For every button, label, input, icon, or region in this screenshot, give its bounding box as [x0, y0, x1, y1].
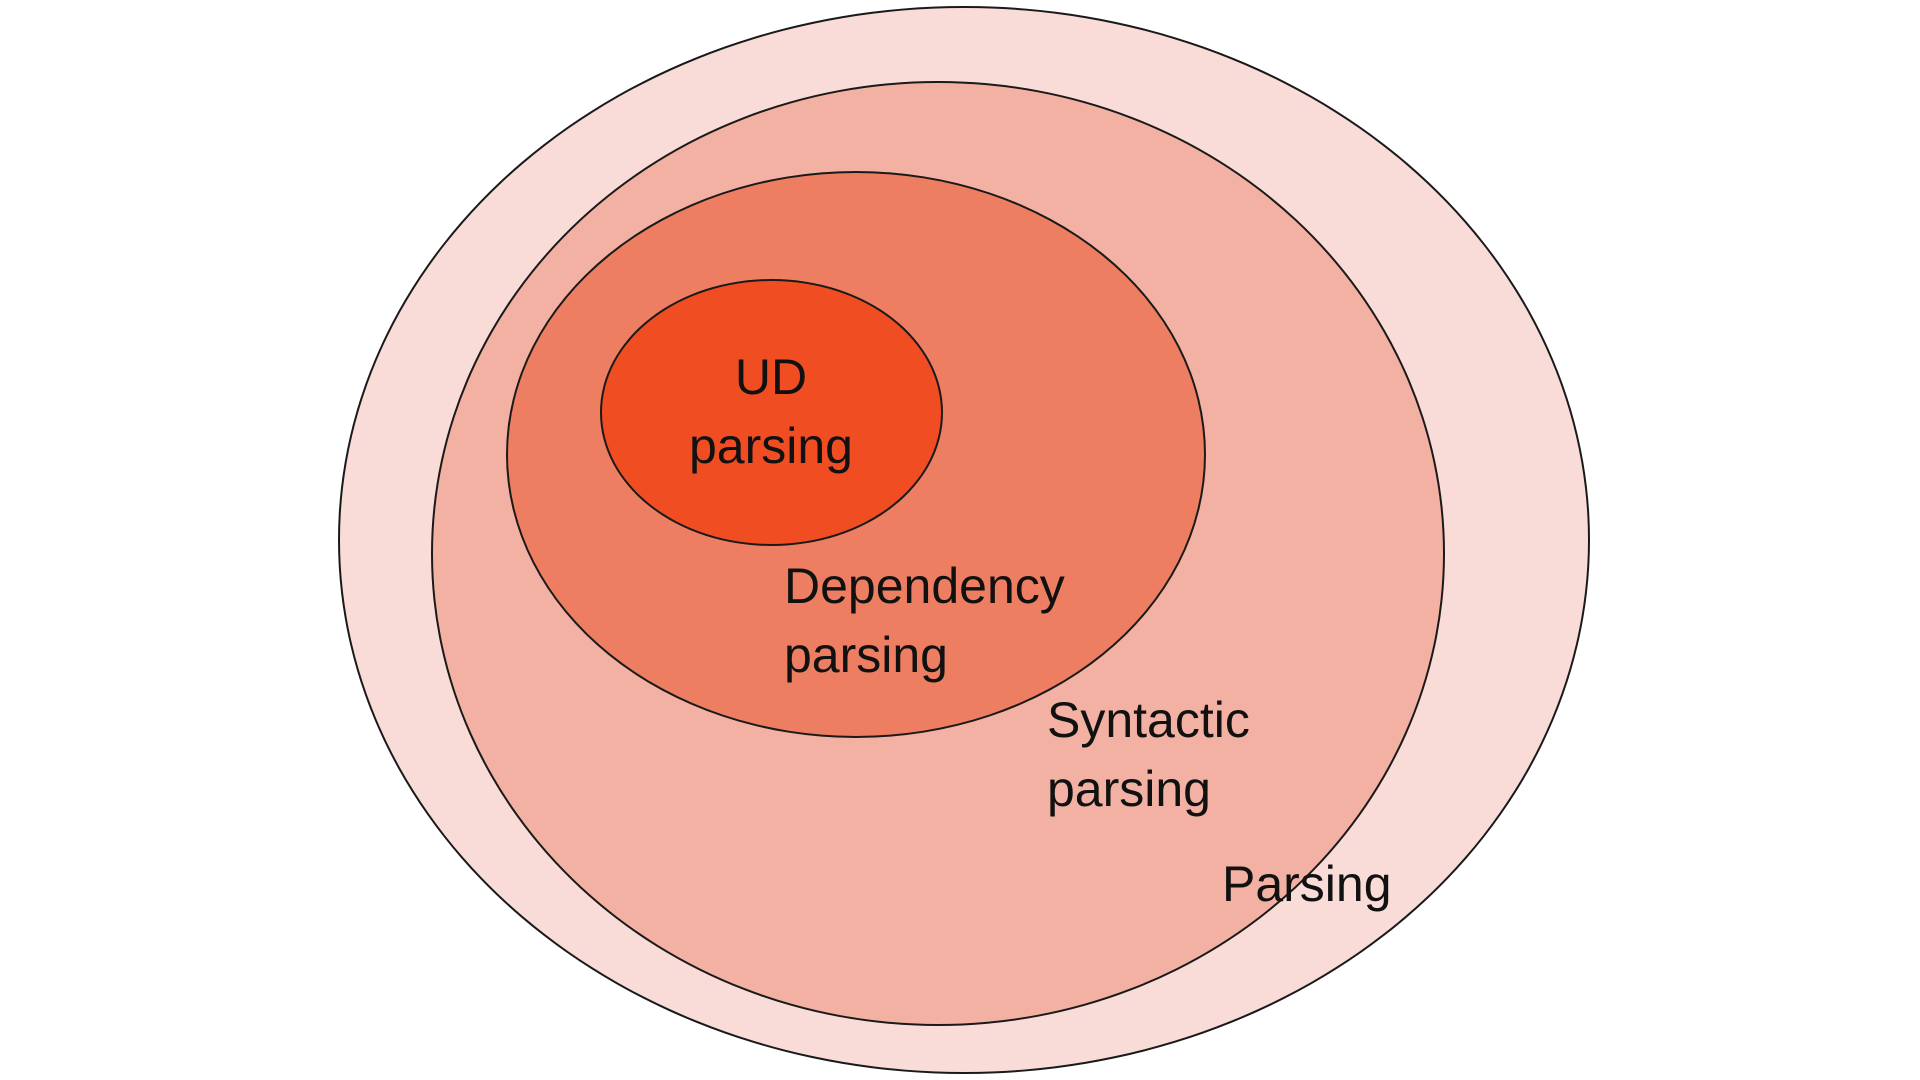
label-ud-parsing: UD parsing [689, 349, 853, 474]
ellipse-ud-parsing [600, 279, 943, 546]
label-syntactic-parsing: Syntactic parsing [1047, 692, 1250, 817]
label-parsing: Parsing [1222, 856, 1392, 912]
label-dependency-parsing: Dependency parsing [784, 558, 1065, 683]
